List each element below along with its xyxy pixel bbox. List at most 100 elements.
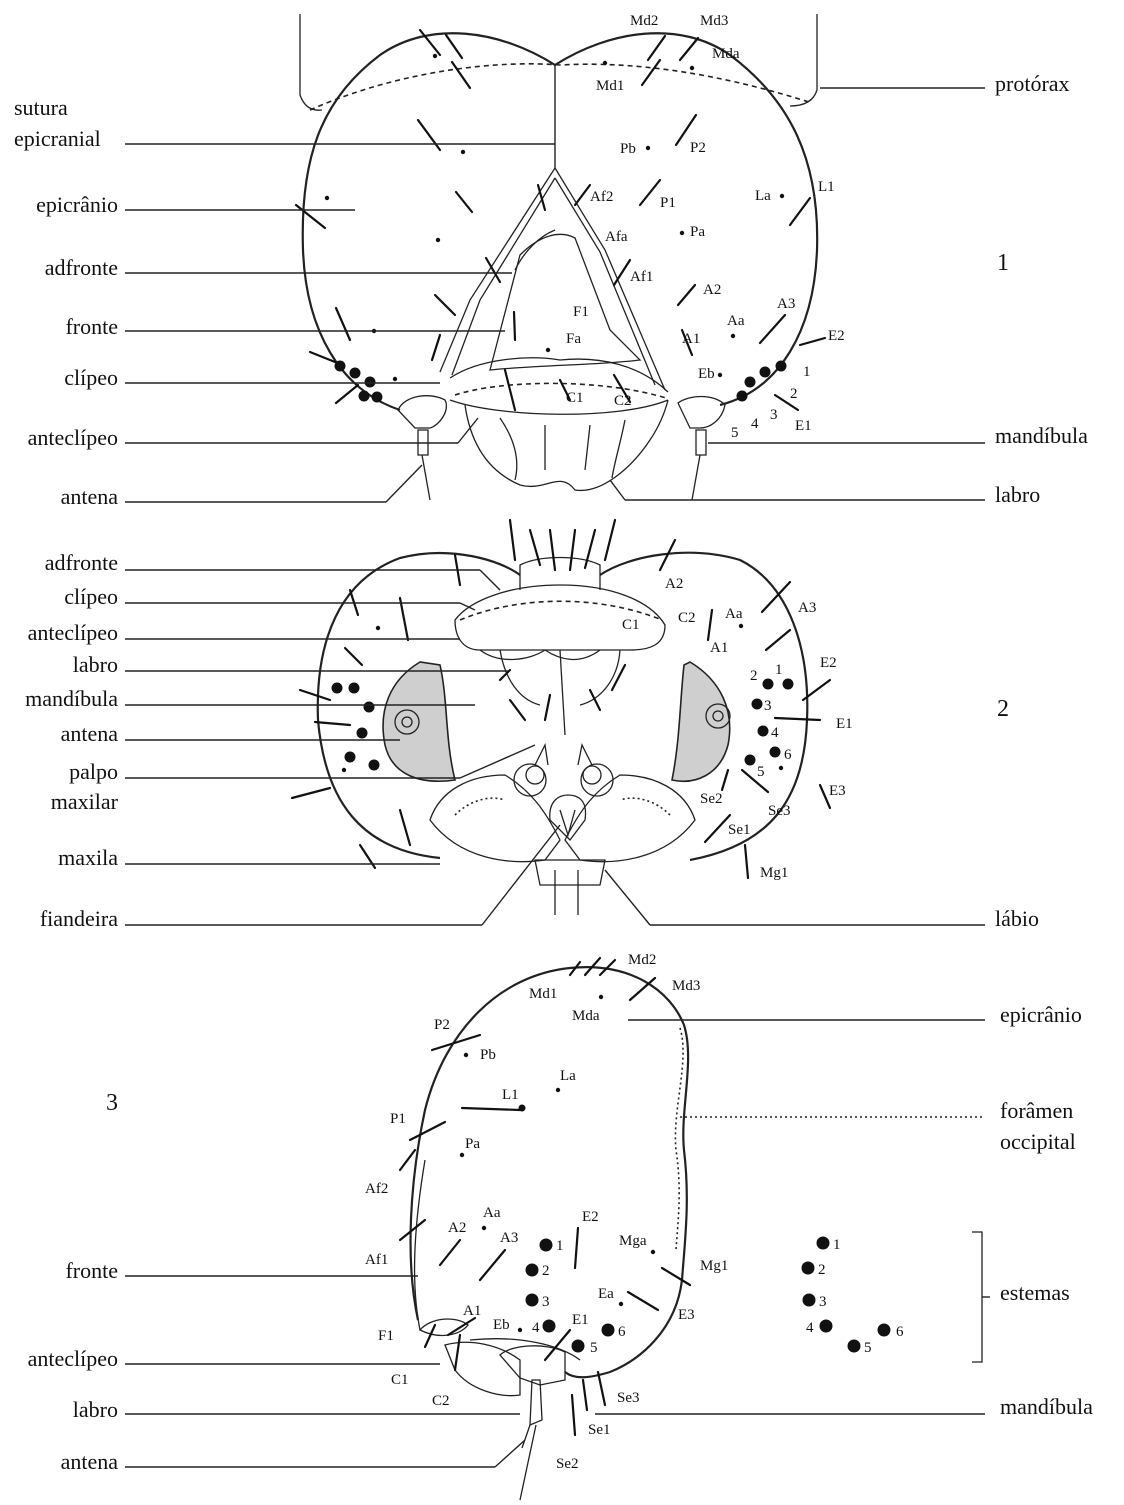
seta-label-Ea-3: Ea [598,1286,614,1302]
seta-label-Mga-3: Mga [619,1233,647,1249]
label-clipeo: clípeo [64,365,118,390]
seta-label-Pb-3: Pb [480,1047,496,1063]
seta-label-Md3: Md3 [700,13,728,29]
seta-label-Se1-3: Se1 [588,1422,611,1438]
stemma-label-3: 3 [770,407,778,423]
label-adfronte-2: adfronte [45,550,118,575]
seta-label-E2-3: E2 [582,1209,599,1225]
label-fronte: fronte [65,314,118,339]
label-epicranio: epicrânio [36,192,118,217]
seta-label-A2: A2 [703,282,721,298]
seta-label-A2-3: A2 [448,1220,466,1236]
label-estemas: estemas [1000,1280,1070,1305]
stemma-label-5: 5 [731,425,739,441]
stemmata-detail [802,1237,891,1353]
stemma3-label-5: 5 [590,1340,598,1356]
seta-label-Mg1-2: Mg1 [760,865,788,881]
stemma2-label-4: 4 [771,725,779,741]
seta-label-La-3: La [560,1068,576,1084]
mandible-right [672,662,730,781]
label-labro-2: labro [73,652,118,677]
label-sutura: sutura [14,95,68,120]
figure-number-3: 3 [106,1090,118,1116]
label-occipital: occipital [1000,1129,1076,1154]
label-anteclipeo-2: anteclípeo [28,620,118,645]
figure-number-2: 2 [997,696,1009,722]
label-labro-3: labro [73,1397,118,1422]
stemma-detail-label-4: 4 [806,1320,814,1336]
figure-3-lateral-view: fronte anteclípeo labro antena epicrânio… [28,952,1094,1500]
label-mandibula: mandíbula [995,423,1088,448]
label-clipeo-2: clípeo [64,584,118,609]
seta-label-Md2: Md2 [630,13,658,29]
label-mandibula-3: mandíbula [1000,1394,1093,1419]
label-epicranio-3: epicrânio [1000,1002,1082,1027]
seta-label-C1-2: C1 [622,617,640,633]
seta-label-Af1: Af1 [630,269,653,285]
stemma2-label-6: 6 [784,747,792,763]
stemma2-label-3: 3 [764,698,772,714]
seta-label-Mda: Mda [712,46,740,62]
seta-label-Af2-3: Af2 [365,1181,388,1197]
seta-label-L1-3: L1 [502,1087,519,1103]
label-maxilar: maxilar [51,789,119,814]
seta-label-E3-2: E3 [829,783,846,799]
seta-label-E1-3: E1 [572,1312,589,1328]
seta-label-C1-3: C1 [391,1372,409,1388]
label-anteclipeo-3: anteclípeo [28,1346,118,1371]
label-anteclipeo: anteclípeo [28,425,118,450]
figure-2-ventral-view: adfronte clípeo anteclípeo labro mandíbu… [25,520,1039,931]
seta-label-A1-3: A1 [463,1303,481,1319]
label-protorax: protórax [995,71,1070,96]
label-epicranial: epicranial [14,126,101,151]
stemma3-label-2: 2 [542,1263,550,1279]
seta-label-Eb: Eb [698,366,715,382]
seta-label-C2-3: C2 [432,1393,450,1409]
seta-label-F1-3: F1 [378,1328,394,1344]
seta-label-Pa-3: Pa [465,1136,480,1152]
seta-label-E1: E1 [795,418,812,434]
label-mandibula-2: mandíbula [25,686,118,711]
seta-label-Aa: Aa [727,313,745,329]
label-fronte-3: fronte [65,1258,118,1283]
stemma-label-2: 2 [790,386,798,402]
seta-label-Af1-3: Af1 [365,1252,388,1268]
seta-label-Se3-2: Se3 [768,803,791,819]
stemma3-label-4: 4 [532,1320,540,1336]
seta-label-Fa: Fa [566,331,581,347]
seta-label-Eb-3: Eb [493,1317,510,1333]
seta-label-Se1-2: Se1 [728,822,751,838]
seta-label-A3-2: A3 [798,600,816,616]
head-capsule-outline [303,33,817,410]
seta-label-Mda-3: Mda [572,1008,600,1024]
seta-label-Afa: Afa [605,229,628,245]
seta-label-A1: A1 [682,331,700,347]
label-palpo: palpo [69,759,118,784]
seta-label-P2-3: P2 [434,1017,450,1033]
seta-label-Pa: Pa [690,224,705,240]
stemma-label-4: 4 [751,416,759,432]
seta-label-La: La [755,188,771,204]
figure-number-1: 1 [997,250,1009,276]
seta-label-Af2: Af2 [590,189,613,205]
seta-label-Se2-3: Se2 [556,1456,579,1472]
seta-label-Se3-3: Se3 [617,1390,640,1406]
stemma3-label-3: 3 [542,1294,550,1310]
seta-label-Se2-2: Se2 [700,791,723,807]
label-antena: antena [61,484,119,509]
seta-label-A3: A3 [777,296,795,312]
label-antena-2: antena [61,721,119,746]
seta-label-A2-2: A2 [665,576,683,592]
seta-label-P2: P2 [690,140,706,156]
seta-label-P1-3: P1 [390,1111,406,1127]
label-labio: lábio [995,906,1039,931]
label-labro: labro [995,482,1040,507]
seta-label-E1-2: E1 [836,716,853,732]
label-adfronte: adfronte [45,255,118,280]
seta-label-Md3-3: Md3 [672,978,700,994]
seta-label-E2-2: E2 [820,655,837,671]
stemma-detail-label-2: 2 [818,1262,826,1278]
label-foramen: forâmen [1000,1098,1073,1123]
stemma3-label-1: 1 [556,1238,564,1254]
